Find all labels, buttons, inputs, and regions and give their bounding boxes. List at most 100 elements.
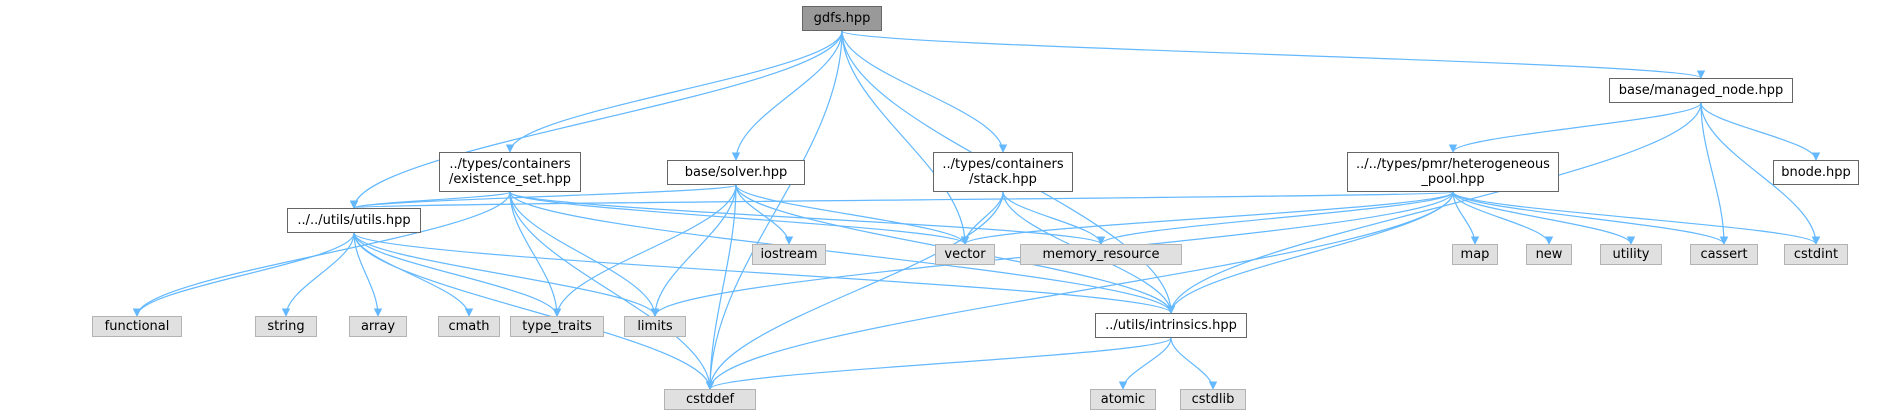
node-bnode[interactable]: bnode.hpp bbox=[1773, 160, 1859, 185]
node-label: functional bbox=[104, 319, 170, 334]
edge-heterogeneous_pool-to-vector bbox=[961, 191, 1454, 245]
edge-solver-to-iostream bbox=[735, 184, 794, 245]
node-gdfs[interactable]: gdfs.hpp bbox=[802, 6, 882, 31]
node-label: cstddef bbox=[685, 392, 735, 407]
edge-existence_set-to-functional bbox=[132, 191, 511, 317]
node-label: map bbox=[1460, 247, 1490, 262]
node-functional: functional bbox=[92, 316, 182, 337]
edge-heterogeneous_pool-to-utils bbox=[351, 191, 1454, 209]
node-label: ../../types/pmr/heterogeneous bbox=[1356, 157, 1550, 172]
edge-heterogeneous_pool-to-new bbox=[1452, 191, 1554, 245]
node-stack[interactable]: ../types/containers/stack.hpp bbox=[933, 152, 1073, 192]
node-label: cassert bbox=[1700, 247, 1748, 262]
edge-gdfs-to-utils bbox=[349, 30, 843, 209]
node-limits: limits bbox=[624, 316, 686, 337]
edge-intrinsics-to-cstdlib bbox=[1170, 337, 1218, 390]
node-map: map bbox=[1452, 244, 1498, 265]
edge-utils-to-array bbox=[353, 232, 383, 317]
node-label: _pool.hpp bbox=[1421, 172, 1485, 187]
edge-solver-to-utils bbox=[350, 184, 737, 209]
edge-managed_node-to-cassert bbox=[1700, 102, 1729, 245]
node-atomic: atomic bbox=[1090, 389, 1156, 410]
node-iostream: iostream bbox=[752, 244, 826, 265]
edge-existence_set-to-type_traits bbox=[509, 191, 562, 317]
edge-existence_set-to-intrinsics bbox=[509, 191, 1176, 314]
node-label: limits bbox=[637, 319, 673, 334]
node-cstdlib: cstdlib bbox=[1180, 389, 1246, 410]
edge-managed_node-to-cstdint bbox=[1700, 102, 1821, 245]
edge-intrinsics-to-atomic bbox=[1118, 337, 1172, 390]
node-solver[interactable]: base/solver.hpp bbox=[667, 160, 805, 185]
node-label: base/solver.hpp bbox=[684, 165, 788, 180]
edge-utils-to-functional bbox=[132, 232, 355, 317]
node-label: atomic bbox=[1100, 392, 1146, 407]
node-label: ../types/containers bbox=[942, 157, 1064, 172]
node-label: string bbox=[267, 319, 305, 334]
node-label: gdfs.hpp bbox=[813, 11, 871, 26]
edge-heterogeneous_pool-to-cassert bbox=[1452, 191, 1729, 245]
node-label: base/managed_node.hpp bbox=[1618, 83, 1784, 98]
node-cstddef: cstddef bbox=[664, 389, 756, 410]
edge-intrinsics-to-cstddef bbox=[705, 337, 1172, 390]
edge-solver-to-vector bbox=[735, 184, 970, 245]
node-new: new bbox=[1526, 244, 1572, 265]
edge-gdfs-to-vector bbox=[841, 30, 970, 245]
node-managed-node[interactable]: base/managed_node.hpp bbox=[1609, 78, 1793, 103]
node-label: /stack.hpp bbox=[969, 172, 1037, 187]
node-existence-set[interactable]: ../types/containers/existence_set.hpp bbox=[439, 152, 581, 192]
edge-utils-to-string bbox=[281, 232, 355, 317]
node-label: vector bbox=[944, 247, 986, 262]
node-label: memory_resource bbox=[1042, 247, 1160, 262]
edge-heterogeneous_pool-to-utility bbox=[1452, 191, 1636, 245]
edge-existence_set-to-vector bbox=[509, 191, 970, 245]
node-memory-resource: memory_resource bbox=[1020, 244, 1182, 265]
node-label: ../types/containers bbox=[449, 157, 571, 172]
edge-utils-to-limits bbox=[353, 232, 660, 317]
edge-gdfs-to-managed_node bbox=[841, 30, 1705, 79]
node-label: cmath bbox=[448, 319, 490, 334]
edge-utils-to-cstddef bbox=[353, 232, 715, 390]
node-label: bnode.hpp bbox=[1781, 165, 1851, 180]
node-label: array bbox=[360, 319, 396, 334]
node-cmath: cmath bbox=[438, 316, 500, 337]
node-type-traits: type_traits bbox=[510, 316, 604, 337]
node-string: string bbox=[255, 316, 317, 337]
edge-gdfs-to-stack bbox=[841, 30, 1008, 153]
edge-heterogeneous_pool-to-cstddef bbox=[705, 191, 1454, 390]
node-label: new bbox=[1535, 247, 1563, 262]
edge-heterogeneous_pool-to-map bbox=[1452, 191, 1480, 245]
node-utils[interactable]: ../../utils/utils.hpp bbox=[287, 208, 421, 233]
edge-existence_set-to-limits bbox=[509, 191, 660, 317]
node-utility: utility bbox=[1600, 244, 1662, 265]
node-label: cstdint bbox=[1793, 247, 1839, 262]
edge-heterogeneous_pool-to-cstdint bbox=[1452, 191, 1821, 245]
edge-solver-to-type_traits bbox=[552, 184, 737, 317]
edge-managed_node-to-bnode bbox=[1700, 102, 1821, 161]
node-array: array bbox=[349, 316, 407, 337]
node-label: ../../utils/utils.hpp bbox=[297, 213, 411, 228]
edge-managed_node-to-intrinsics bbox=[1166, 102, 1702, 314]
node-label: utility bbox=[1612, 247, 1650, 262]
edge-existence_set-to-cstddef bbox=[509, 191, 715, 390]
edge-gdfs-to-existence_set bbox=[505, 30, 843, 153]
edge-utils-to-intrinsics bbox=[353, 232, 1175, 314]
node-cassert: cassert bbox=[1690, 244, 1758, 265]
node-vector: vector bbox=[935, 244, 995, 265]
edge-gdfs-to-solver bbox=[731, 30, 843, 161]
edge-heterogeneous_pool-to-memory_resource bbox=[1096, 191, 1454, 245]
edge-managed_node-to-heterogeneous_pool bbox=[1448, 102, 1702, 153]
node-heterogeneous-pool[interactable]: ../../types/pmr/heterogeneous_pool.hpp bbox=[1347, 152, 1559, 192]
node-label: /existence_set.hpp bbox=[449, 172, 571, 187]
node-label: cstdlib bbox=[1191, 392, 1235, 407]
node-label: iostream bbox=[760, 247, 818, 262]
node-label: ../utils/intrinsics.hpp bbox=[1105, 318, 1237, 333]
edge-stack-to-cstddef bbox=[705, 191, 1004, 390]
node-cstdint: cstdint bbox=[1784, 244, 1848, 265]
node-label: type_traits bbox=[522, 319, 592, 334]
edge-solver-to-limits bbox=[650, 184, 737, 317]
edge-solver-to-cstddef bbox=[705, 184, 737, 390]
edge-utils-to-type_traits bbox=[353, 232, 562, 317]
node-intrinsics[interactable]: ../utils/intrinsics.hpp bbox=[1095, 313, 1247, 338]
